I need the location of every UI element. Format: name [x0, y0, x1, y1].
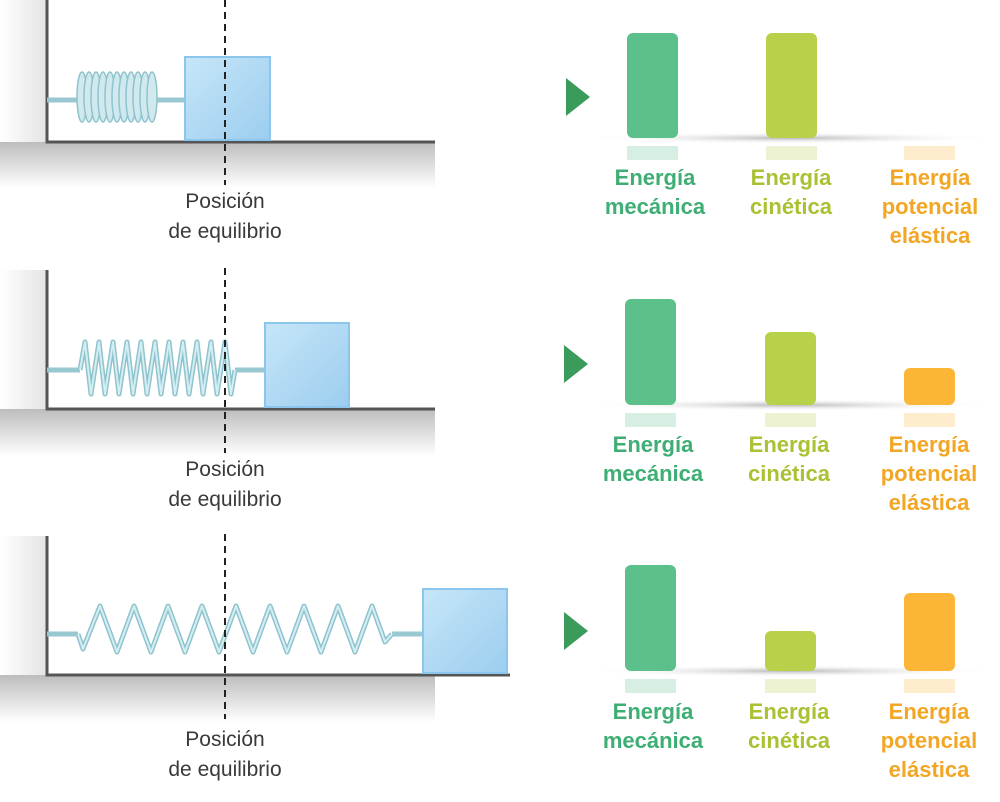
block: [264, 322, 350, 408]
floor-panel-2: [0, 409, 435, 456]
panel-2-scene: [0, 268, 1000, 456]
label-mechanical: Energía mecánica: [602, 432, 704, 486]
bar-mechanical: [627, 33, 678, 138]
label-mechanical: Energía mecánica: [602, 699, 704, 753]
bar-kinetic: [765, 631, 816, 671]
floor-line: [45, 536, 510, 677]
label-elastic: Energía potencial elástica: [881, 165, 979, 248]
panel-2: Posición de equilibrio Energía mecánica …: [0, 268, 1000, 536]
bar-elastic: [904, 593, 955, 671]
bar-reflection: [627, 146, 678, 160]
panel-1: Posición de equilibrio Energía mecánica …: [0, 0, 1000, 268]
bar-reflection: [904, 146, 955, 160]
bar-reflection: [765, 679, 816, 693]
floor-line: [45, 270, 435, 411]
floor-line: [45, 0, 435, 144]
play-arrow-icon: [564, 612, 588, 650]
bar-kinetic: [766, 33, 817, 138]
label-kinetic: Energía cinética: [748, 432, 830, 486]
floor-panel-3: [0, 675, 435, 722]
bar-reflection: [904, 679, 955, 693]
block: [422, 588, 508, 674]
spring-compressed: [76, 71, 158, 123]
bar-mechanical: [625, 565, 676, 671]
bar-reflection: [625, 679, 676, 693]
label-mechanical: Energía mecánica: [604, 165, 706, 219]
bar-mechanical: [625, 299, 676, 405]
label-kinetic: Energía cinética: [748, 699, 830, 753]
equilibrium-label: Posición de equilibrio: [168, 728, 282, 781]
play-arrow-icon: [566, 78, 590, 116]
floor-panel-1: [0, 142, 435, 188]
panel-1-scene: [0, 0, 1000, 188]
bar-reflection: [904, 413, 955, 427]
equilibrium-label: Posición de equilibrio: [168, 190, 282, 243]
bar-reflection: [625, 413, 676, 427]
label-elastic: Energía potencial elástica: [880, 432, 978, 515]
bar-kinetic: [765, 332, 816, 405]
bar-elastic: [904, 368, 955, 405]
label-elastic: Energía potencial elástica: [880, 699, 978, 782]
bar-reflection: [766, 146, 817, 160]
equilibrium-label: Posición de equilibrio: [168, 458, 282, 511]
block: [184, 56, 271, 141]
play-arrow-icon: [564, 345, 588, 383]
label-kinetic: Energía cinética: [750, 165, 832, 219]
panel-3: Posición de equilibrio Energía mecánica …: [0, 534, 1000, 802]
panel-3-scene: [0, 534, 1000, 722]
bar-reflection: [765, 413, 816, 427]
